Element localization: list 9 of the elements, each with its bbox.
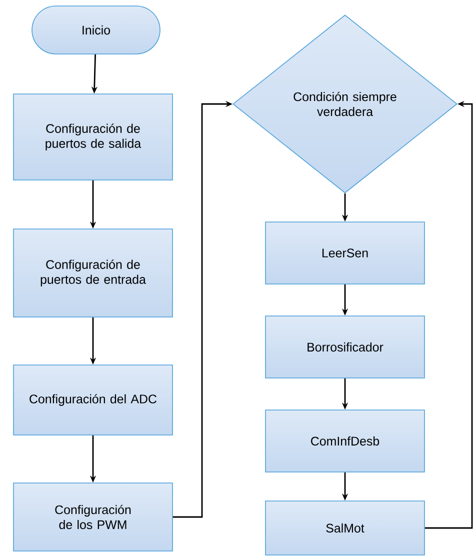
- process-box: SalMot: [265, 500, 425, 556]
- process-box: Configuración de puertos de entrada: [13, 228, 173, 318]
- start-terminator: Inicio: [32, 6, 160, 54]
- process-box: LeerSen: [265, 222, 425, 284]
- process-box: Borrosificador: [265, 316, 425, 378]
- process-box: Configuración de los PWM: [13, 482, 173, 552]
- process-box: Configuración de puertos de salida: [13, 94, 173, 180]
- process-box: Configuración del ADC: [13, 364, 173, 436]
- process-box: ComInfDesb: [265, 410, 425, 472]
